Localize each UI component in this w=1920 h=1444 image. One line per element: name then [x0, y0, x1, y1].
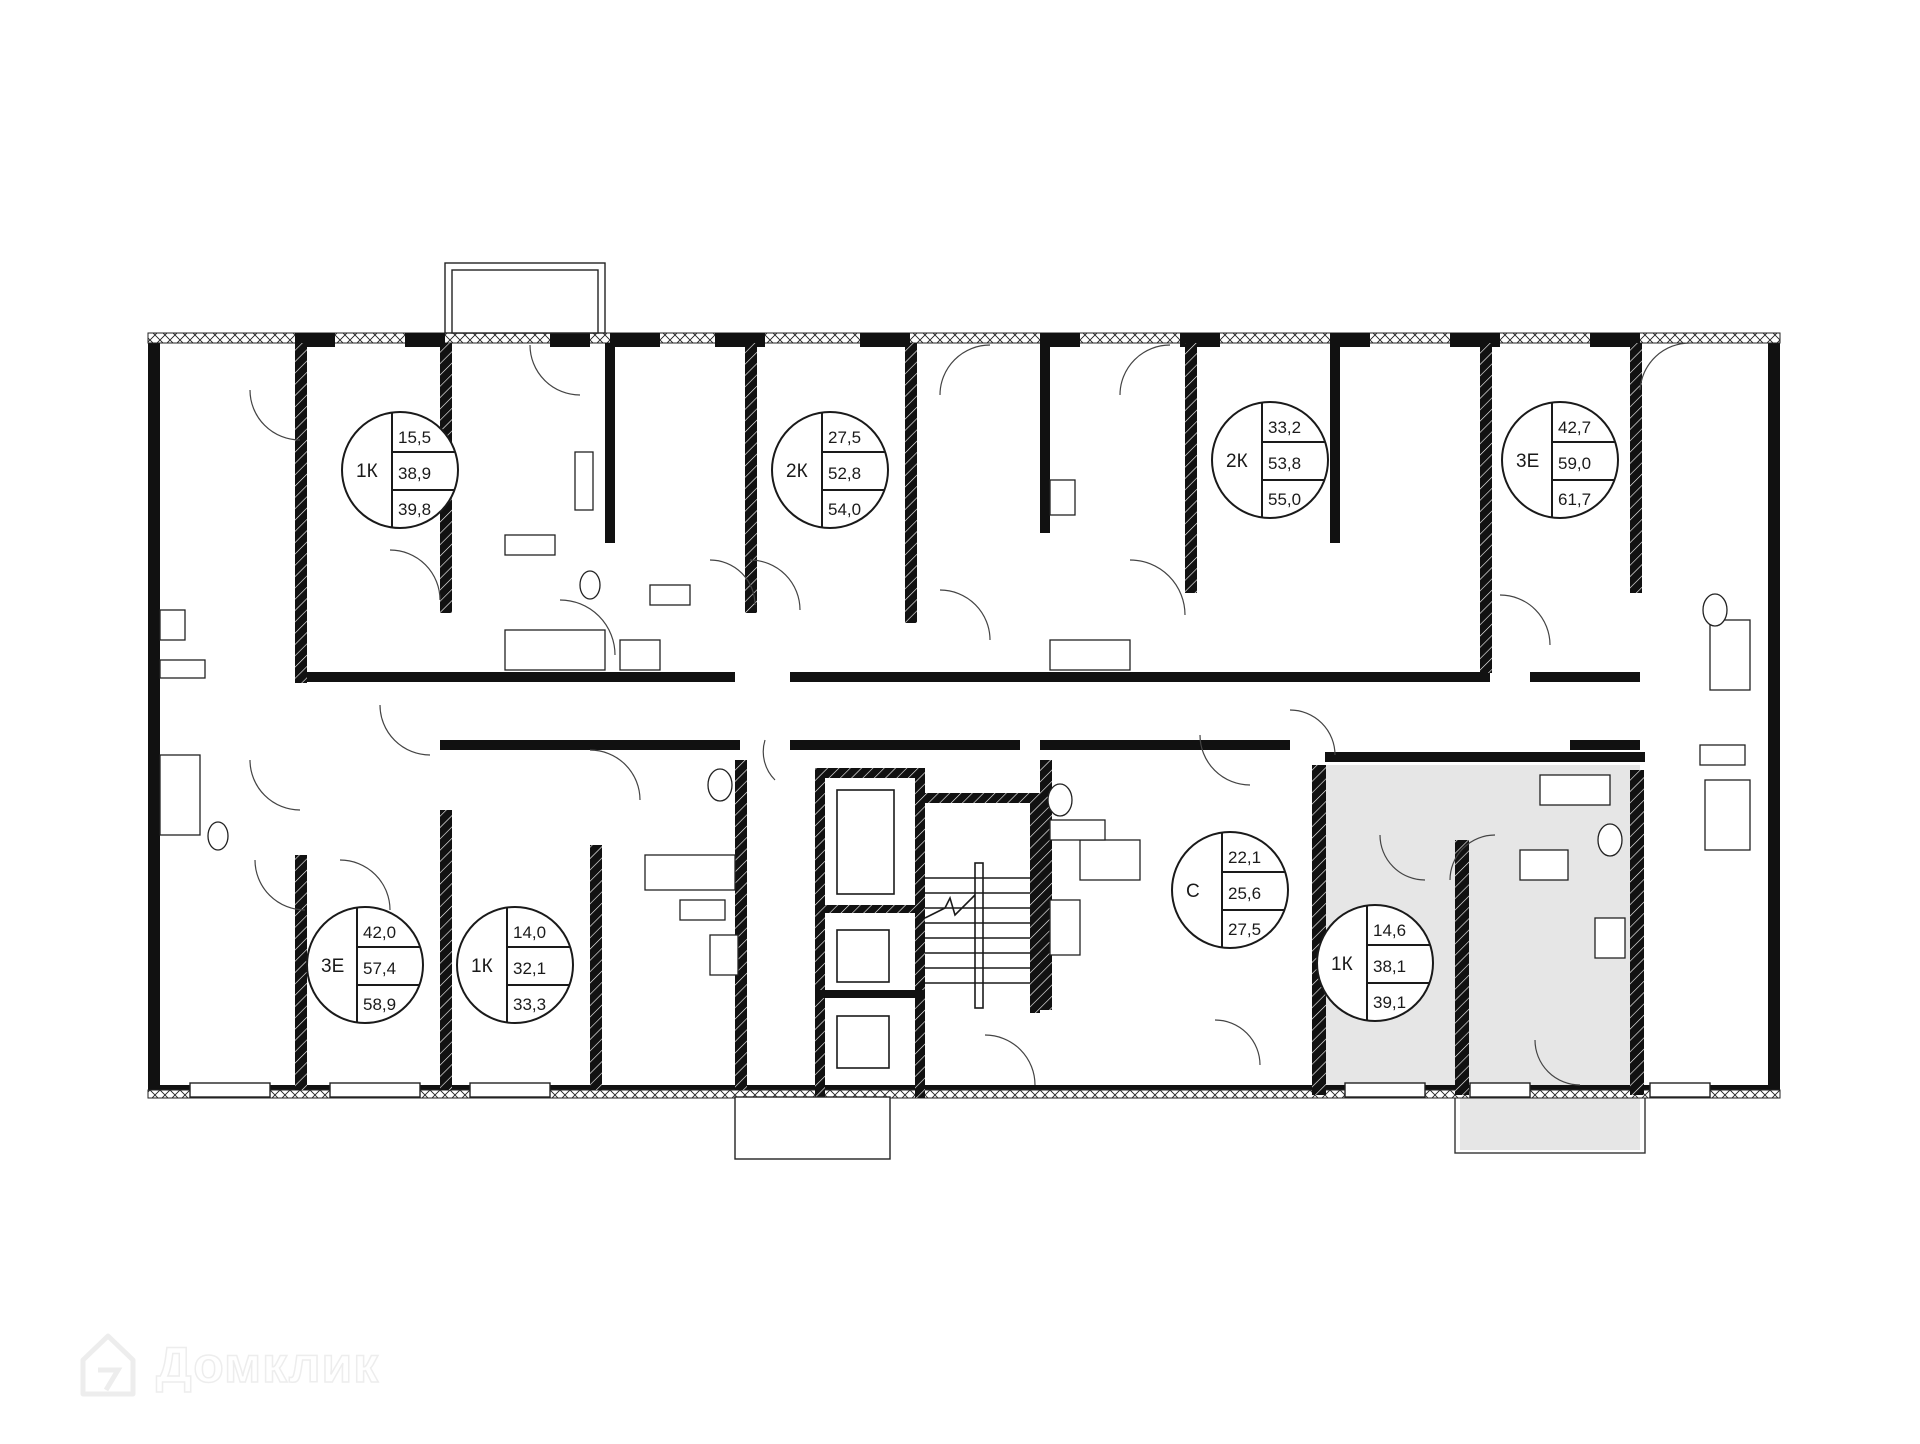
living-area: 14,0: [513, 923, 546, 942]
badge-circle: [1316, 904, 1434, 1022]
total-area: 25,6: [1228, 884, 1261, 903]
apartment-type: 1К: [1331, 954, 1353, 975]
badge-circle: [306, 906, 424, 1024]
apartment-badge[interactable]: 2К 27,5 52,8 54,0: [771, 411, 889, 529]
apartment-badge[interactable]: 1К 15,5 38,9 39,8: [341, 411, 459, 529]
total-area-with-balcony: 33,3: [513, 995, 546, 1014]
badge-circle: [1211, 401, 1329, 519]
badge-circle: [456, 906, 574, 1024]
apartment-type: 3Е: [1516, 451, 1539, 472]
living-area: 33,2: [1268, 418, 1301, 437]
total-area: 52,8: [828, 464, 861, 483]
apartment-type: 2К: [1226, 451, 1248, 472]
outer-walls: [147, 262, 1781, 1099]
apartment-badge[interactable]: С 22,1 25,6 27,5: [1171, 831, 1289, 949]
partition-walls: [295, 343, 1644, 1095]
apartment-badge[interactable]: 3Е 42,7 59,0 61,7: [1501, 401, 1619, 519]
bottom-windows: [189, 1082, 1711, 1098]
total-area: 38,9: [398, 464, 431, 483]
apartment-badge[interactable]: 1К 14,6 38,1 39,1: [1316, 904, 1434, 1022]
badge-circle: [1171, 831, 1289, 949]
apartment-type: 3Е: [321, 956, 344, 977]
total-area-with-balcony: 55,0: [1268, 490, 1301, 509]
watermark-text: Домклик: [155, 1336, 380, 1394]
house-logo-icon: [80, 1333, 136, 1397]
corridor-walls: [295, 672, 1645, 762]
badge-circle: [771, 411, 889, 529]
living-area: 14,6: [1373, 921, 1406, 940]
apartment-badge[interactable]: 1К 14,0 32,1 33,3: [456, 906, 574, 1024]
total-area-with-balcony: 58,9: [363, 995, 396, 1014]
living-area: 42,7: [1558, 418, 1591, 437]
apartment-badges: 1К 15,5 38,9 39,8 2К 27,5 52,8 54,0 2К 33,2 53,8 55…: [306, 401, 1619, 1024]
living-area: 15,5: [398, 428, 431, 447]
badge-circle: [1501, 401, 1619, 519]
elevator-stair-core: [734, 768, 1040, 1160]
total-area: 38,1: [1373, 957, 1406, 976]
badge-circle: [341, 411, 459, 529]
apartment-type: 1К: [356, 461, 378, 482]
stairs: [924, 862, 1030, 1009]
living-area: 27,5: [828, 428, 861, 447]
apartment-type: С: [1186, 881, 1200, 902]
total-area: 57,4: [363, 959, 396, 978]
watermark: Домклик: [78, 1330, 379, 1400]
total-area-with-balcony: 54,0: [828, 500, 861, 519]
fixtures: [159, 451, 1751, 976]
total-area-with-balcony: 27,5: [1228, 920, 1261, 939]
apartment-badge[interactable]: 3Е 42,0 57,4 58,9: [306, 906, 424, 1024]
total-area: 53,8: [1268, 454, 1301, 473]
living-area: 42,0: [363, 923, 396, 942]
total-area: 59,0: [1558, 454, 1591, 473]
living-area: 22,1: [1228, 848, 1261, 867]
total-area-with-balcony: 61,7: [1558, 490, 1591, 509]
total-area-with-balcony: 39,8: [398, 500, 431, 519]
total-area-with-balcony: 39,1: [1373, 993, 1406, 1012]
door-swings: [249, 342, 1691, 1086]
apartment-type: 2К: [786, 461, 808, 482]
apartment-type: 1К: [471, 956, 493, 977]
apartment-badge[interactable]: 2К 33,2 53,8 55,0: [1211, 401, 1329, 519]
total-area: 32,1: [513, 959, 546, 978]
